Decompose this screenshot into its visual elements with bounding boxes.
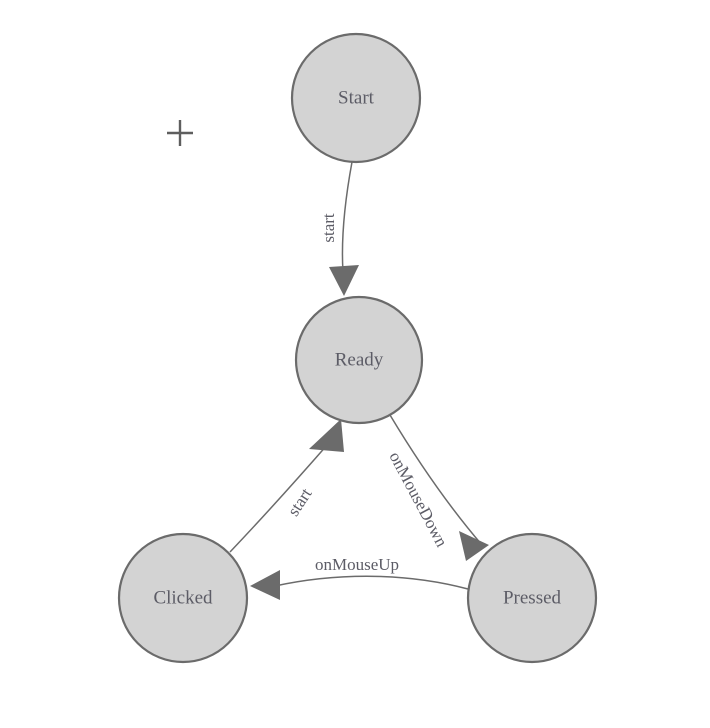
edge-ready-to-pressed-arrowhead (459, 531, 489, 561)
edge-ready-to-pressed-path (389, 414, 483, 546)
edge-label-start-to-ready: start (319, 213, 338, 243)
node-clicked-circle[interactable] (117, 532, 249, 664)
node-ready-circle[interactable] (294, 295, 424, 425)
node-start[interactable]: Start (290, 32, 422, 164)
node-start-label: Start (338, 87, 375, 108)
edge-pressed-to-clicked-path (274, 575, 469, 590)
node-start-circle[interactable] (290, 32, 422, 164)
node-pressed-label: Pressed (503, 587, 562, 608)
edge-start-to-ready-arrowhead (329, 265, 359, 296)
edge-pressed-to-clicked[interactable]: onMouseUp (250, 555, 469, 600)
edge-label-ready-to-pressed: onMouseDown (385, 449, 451, 551)
node-ready-label: Ready (335, 349, 384, 370)
node-clicked[interactable]: Clicked (117, 532, 249, 664)
edge-clicked-to-ready-arrowhead-solid (309, 419, 344, 452)
edge-label-pressed-to-clicked: onMouseUp (315, 555, 399, 574)
edge-ready-to-pressed[interactable]: onMouseDown (385, 414, 489, 561)
edge-clicked-to-ready-path (229, 443, 329, 553)
edge-label-clicked-to-ready: start (284, 484, 316, 519)
node-pressed-circle[interactable] (466, 532, 598, 664)
edge-start-to-ready-path (341, 161, 353, 273)
node-clicked-label: Clicked (153, 587, 213, 608)
edge-clicked-to-ready[interactable]: start (229, 419, 344, 553)
edge-start-to-ready[interactable]: start (319, 161, 359, 296)
edge-pressed-to-clicked-arrowhead (250, 570, 280, 600)
node-ready[interactable]: Ready (294, 295, 424, 425)
node-pressed[interactable]: Pressed (466, 532, 598, 664)
crosshair-icon[interactable] (167, 120, 193, 146)
